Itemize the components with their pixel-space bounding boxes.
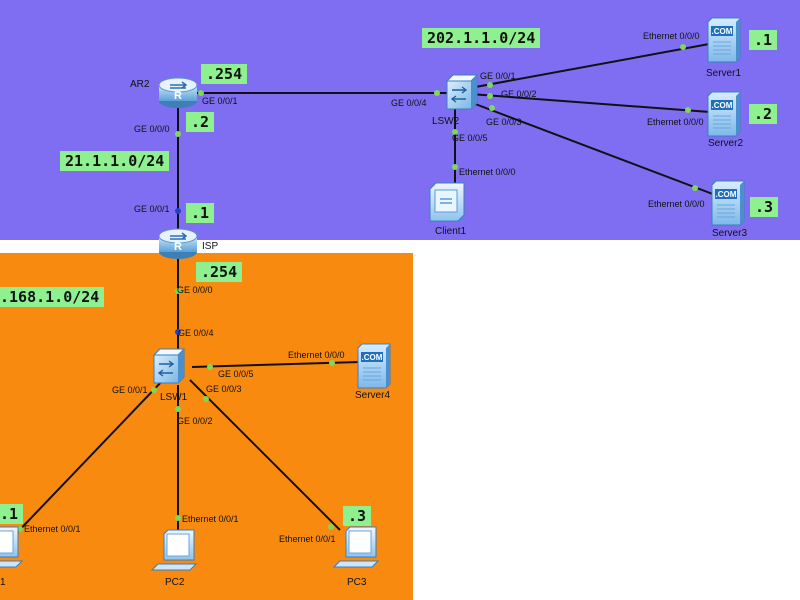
port-label: Ethernet 0/0/0 <box>288 350 345 360</box>
port-dot <box>175 406 181 412</box>
switch-icon <box>445 74 479 110</box>
port-label: GE 0/0/2 <box>501 89 537 99</box>
address-label-ar2-wan: .2 <box>186 112 215 132</box>
port-label: Ethernet 0/0/0 <box>648 199 705 209</box>
device-name-lsw2[interactable]: LSW2 <box>432 116 460 127</box>
port-label: Ethernet 0/0/1 <box>24 524 81 534</box>
device-name-server1[interactable]: Server1 <box>706 68 742 79</box>
port-dot <box>680 44 686 50</box>
port-label: Ethernet 0/0/1 <box>182 514 239 524</box>
port-dot <box>175 131 181 137</box>
port-dot <box>452 129 458 135</box>
svg-text:.COM: .COM <box>712 27 733 36</box>
port-label: GE 0/0/4 <box>391 98 427 108</box>
server-icon: .COM <box>357 343 391 389</box>
address-label-server1: .1 <box>749 30 778 50</box>
server-icon: .COM <box>707 91 741 137</box>
link-lsw1-pc3 <box>189 379 341 531</box>
port-label: GE 0/0/4 <box>178 328 214 338</box>
port-label: GE 0/0/2 <box>177 416 213 426</box>
top-network-zone <box>0 0 800 240</box>
svg-text:.COM: .COM <box>716 190 737 199</box>
port-dot <box>487 82 493 88</box>
bottom-network-zone <box>0 253 413 600</box>
link-lsw2-server3 <box>469 101 719 197</box>
subnet-label-wan: 21.1.1.0/24 <box>60 151 170 171</box>
port-dot <box>198 90 204 96</box>
port-dot <box>685 107 691 113</box>
device-name-server4[interactable]: Server4 <box>355 390 391 401</box>
device-name-server2[interactable]: Server2 <box>708 138 744 149</box>
address-label-server3: .3 <box>750 197 779 217</box>
router-icon: R <box>158 228 198 259</box>
port-label: Ethernet 0/0/0 <box>647 117 704 127</box>
server-icon: .COM <box>707 17 741 63</box>
port-dot <box>452 164 458 170</box>
subnet-label-top: 202.1.1.0/24 <box>422 28 541 48</box>
port-dot <box>434 90 440 96</box>
pc-icon <box>150 529 198 571</box>
port-dot <box>692 185 698 191</box>
port-dot-blue <box>175 208 181 214</box>
device-name-client1[interactable]: Client1 <box>435 226 467 237</box>
port-dot-blue <box>175 329 181 335</box>
device-name-pc1[interactable]: 1 <box>0 577 6 588</box>
svg-text:.COM: .COM <box>712 101 733 110</box>
device-name-pc2[interactable]: PC2 <box>165 577 185 588</box>
port-label: GE 0/0/1 <box>202 96 238 106</box>
server-icon: .COM <box>711 180 745 226</box>
subnet-label-bottom: .168.1.0/24 <box>0 287 105 307</box>
switch-icon <box>152 348 186 384</box>
port-label: GE 0/0/1 <box>480 71 516 81</box>
link-lsw1-pc1 <box>9 377 166 541</box>
port-label: GE 0/0/3 <box>206 384 242 394</box>
port-dot <box>329 360 335 366</box>
device-name-server3[interactable]: Server3 <box>712 228 748 239</box>
address-label-server2: .2 <box>749 104 778 124</box>
port-dot <box>203 396 209 402</box>
svg-text:R: R <box>174 241 182 253</box>
port-label: Ethernet 0/0/0 <box>459 167 516 177</box>
device-name-pc3[interactable]: PC3 <box>347 577 367 588</box>
port-dot <box>207 364 213 370</box>
router-icon: R <box>158 77 198 108</box>
address-label-isp-lan: .254 <box>196 262 243 282</box>
port-dot <box>489 105 495 111</box>
port-label: GE 0/0/3 <box>486 117 522 127</box>
port-dot <box>175 288 181 294</box>
device-name-ar2[interactable]: AR2 <box>130 79 150 90</box>
link-lsw2-server2 <box>469 93 711 113</box>
svg-text:.COM: .COM <box>362 353 383 362</box>
port-dot <box>328 524 334 530</box>
address-label-ar2: .254 <box>201 64 248 84</box>
port-label: GE 0/0/1 <box>112 385 148 395</box>
port-label: GE 0/0/0 <box>134 124 170 134</box>
port-label: GE 0/0/1 <box>134 204 170 214</box>
port-label: Ethernet 0/0/1 <box>279 534 336 544</box>
link-lsw2-server1 <box>469 41 721 89</box>
port-dot <box>151 387 157 393</box>
svg-text:R: R <box>174 90 182 102</box>
address-label-pc3: .3 <box>343 506 372 526</box>
port-label: GE 0/0/5 <box>218 369 254 379</box>
address-label-pc1: .1 <box>0 504 24 524</box>
device-name-isp[interactable]: ISP <box>202 241 219 252</box>
port-label: Ethernet 0/0/0 <box>643 31 700 41</box>
device-name-lsw1[interactable]: LSW1 <box>160 392 188 403</box>
pc-icon <box>0 526 24 568</box>
client-icon <box>429 182 465 222</box>
address-label-isp-wan: .1 <box>186 203 215 223</box>
port-label: GE 0/0/0 <box>177 285 213 295</box>
port-dot <box>487 93 493 99</box>
port-dot <box>175 515 181 521</box>
pc-icon <box>332 526 380 568</box>
port-label: GE 0/0/5 <box>452 133 488 143</box>
